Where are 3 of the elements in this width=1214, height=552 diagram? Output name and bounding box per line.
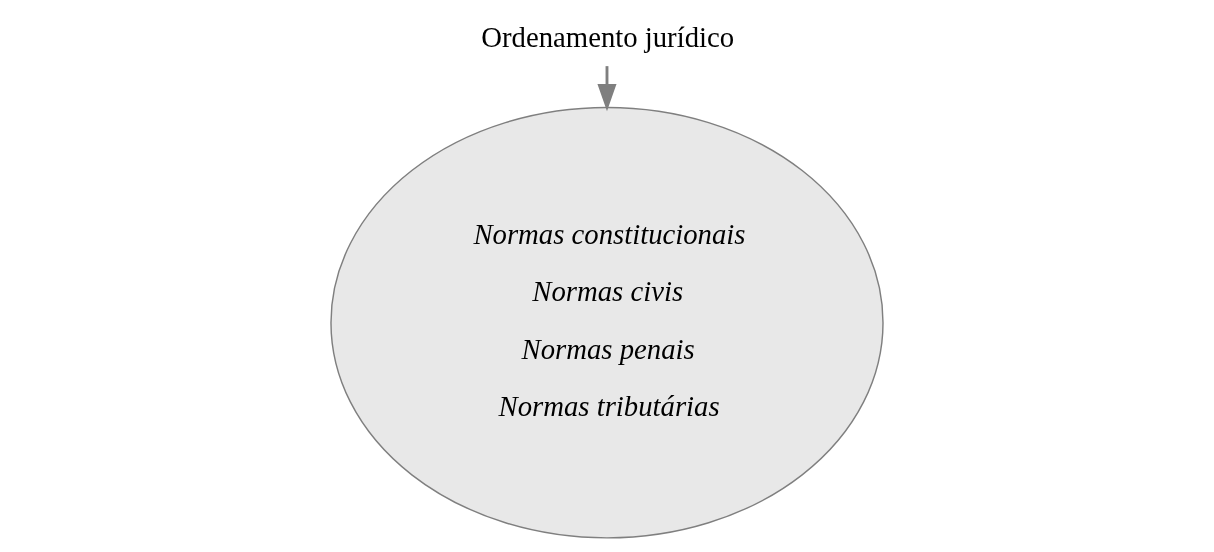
node-text: Ordenamento jurídico (481, 21, 735, 54)
arrow (597, 66, 617, 112)
node-ellipse: Normas constitucionais Normas civis Normas penais Normas tributárias (330, 106, 884, 539)
